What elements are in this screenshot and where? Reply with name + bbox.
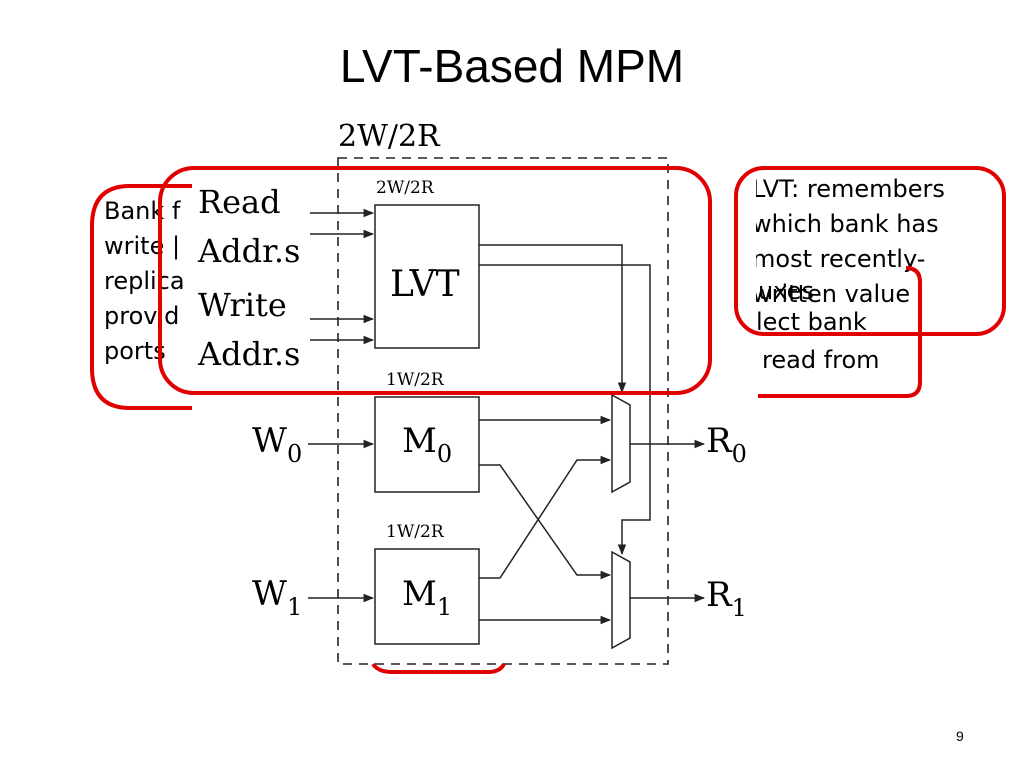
right-bottom-callout-outline <box>758 266 922 398</box>
mux1 <box>611 550 631 650</box>
left-callout-line: provid <box>104 302 180 330</box>
bottom-highlight-fragment <box>371 662 506 674</box>
r1-label: R1 <box>706 575 747 622</box>
read-addr-label-line1: Read <box>198 183 281 221</box>
read-addr-label-line2: Addr.s <box>197 232 300 270</box>
right-top-callout-line: LVT: remembers <box>752 175 945 203</box>
right-bottom-callout-line: lect bank <box>756 308 867 336</box>
m1-port-label: 1W/2R <box>386 522 445 542</box>
left-callout-line: Bank f <box>104 197 181 225</box>
right-bottom-callout-line: read from <box>762 346 880 374</box>
right-top-callout-outline <box>734 166 1006 336</box>
m1-label: M1 <box>402 574 452 621</box>
r0-label: R0 <box>706 421 747 468</box>
left-callout-text: Bank f write | replica provid ports <box>104 194 196 404</box>
m1-block <box>374 548 480 645</box>
right-bottom-callout-line: uxes <box>758 277 814 305</box>
right-top-callout-line: which bank has <box>752 210 939 238</box>
mux0 <box>611 393 631 494</box>
lvt-block <box>374 204 480 349</box>
m1-to-mux0-line <box>479 455 612 579</box>
m0-block <box>374 396 480 493</box>
right-top-callout-line: written value <box>752 280 911 308</box>
m0-label: M0 <box>402 421 452 468</box>
right-top-callout-text: LVT: remembers which bank has most recen… <box>752 172 992 342</box>
lvt-select-line-mux1 <box>479 264 651 556</box>
w1-label: W1 <box>252 574 302 621</box>
lvt-select-line-mux0 <box>479 244 627 394</box>
page-number: 9 <box>956 728 964 744</box>
left-callout-outline <box>90 184 192 410</box>
write-addr-label-line2: Addr.s <box>197 335 300 373</box>
lvt-label: LVT <box>390 264 460 305</box>
left-callout-line: write | <box>104 232 181 260</box>
lvt-highlight-outline <box>158 166 712 395</box>
right-top-callout-line: most recently- <box>752 245 926 273</box>
right-bottom-callout-text: uxes lect bank read from <box>752 274 912 394</box>
w0-label: W0 <box>252 421 302 468</box>
outer-port-label: 2W/2R <box>338 119 441 154</box>
lvt-port-label: 2W/2R <box>376 178 435 198</box>
m0-port-label: 1W/2R <box>386 370 445 390</box>
write-addr-label-line1: Write <box>198 286 287 324</box>
left-callout-line: ports <box>104 337 166 365</box>
left-callout-line: replica <box>104 267 185 295</box>
slide-title: LVT-Based MPM <box>339 40 685 92</box>
